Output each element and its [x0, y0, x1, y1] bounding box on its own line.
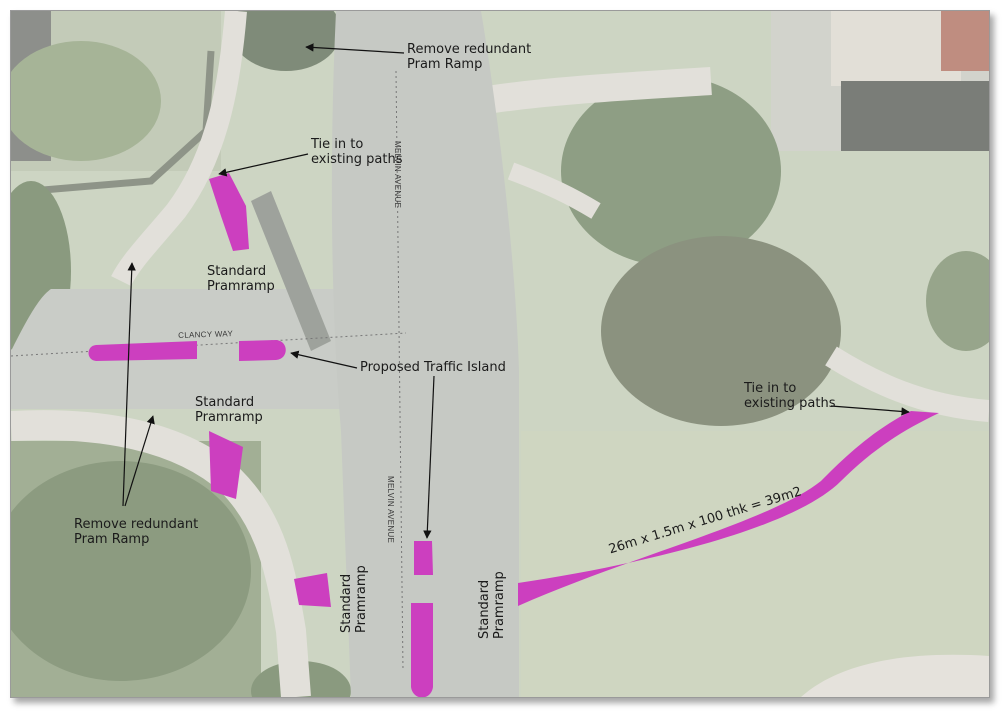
- label-line: Pramramp: [195, 410, 263, 425]
- centre-line-clancy: [11, 332, 407, 357]
- footpath-nw: [111, 11, 247, 287]
- pramramp-sw-shape: [209, 431, 243, 499]
- leader-median: [423, 375, 435, 539]
- tree-ne-shadow: [601, 236, 841, 426]
- footpath-ne: [478, 67, 712, 115]
- house-roof-ne: [831, 11, 961, 86]
- label-line: Standard: [477, 579, 492, 639]
- traffic-island-right: [239, 340, 286, 361]
- street-name-melvin-south: MELVIN AVENUE: [386, 476, 395, 544]
- map-frame: MELVIN AVENUE MELVIN AVENUE CLANCY WAY R…: [10, 10, 990, 698]
- footpath-ne-curve: [507, 162, 601, 219]
- label-line: Pramramp: [207, 279, 275, 294]
- grass-se: [521, 431, 989, 697]
- aerial-plan-map: [11, 11, 989, 697]
- label-line: Standard: [339, 573, 354, 633]
- label-line: Pramramp: [354, 565, 369, 633]
- tree-top-road: [231, 11, 341, 71]
- tree-nw-1: [11, 41, 161, 161]
- median-island-top: [414, 541, 433, 575]
- street-name-clancy: CLANCY WAY: [178, 329, 234, 340]
- label-line: Standard: [207, 264, 267, 279]
- centre-line-melvin: [395, 70, 404, 672]
- label-line: Remove redundant: [407, 42, 532, 57]
- label-line: Pram Ramp: [407, 57, 483, 72]
- label-pramramp-s-right: Standard Pramramp: [477, 571, 507, 639]
- footpath-e: [825, 346, 989, 422]
- label-line: Tie in to: [744, 381, 797, 396]
- tree-e-edge: [926, 251, 989, 351]
- traffic-island-left: [88, 341, 197, 361]
- label-line: Standard: [195, 395, 255, 410]
- label-line: Pramramp: [492, 571, 507, 639]
- label-pramramp-s-left: Standard Pramramp: [339, 565, 369, 633]
- label-remove-ramp-bottom: Remove redundant Pram Ramp: [74, 517, 198, 547]
- label-remove-ramp-top: Remove redundant Pram Ramp: [407, 42, 531, 72]
- label-line: Tie in to: [311, 137, 364, 152]
- road-melvin-avenue: [331, 11, 519, 697]
- leader-remove-ramp-1: [122, 262, 136, 507]
- fence-nw: [30, 50, 215, 195]
- label-pramramp-sw: Standard Pramramp: [195, 395, 263, 425]
- pramramp-nw-shape: [209, 173, 249, 251]
- label-line: Pram Ramp: [74, 532, 150, 547]
- house-roof-ne-red: [941, 11, 989, 71]
- leader-traffic-island: [290, 350, 358, 369]
- tree-ne-canopy: [561, 76, 781, 266]
- label-tie-in-right: Tie in to existing paths: [744, 381, 836, 411]
- label-line: existing paths: [311, 152, 403, 167]
- median-island-bottom: [411, 603, 433, 697]
- paving-se: [801, 654, 989, 697]
- tree-sw-1: [11, 461, 251, 681]
- label-line: Remove redundant: [74, 517, 199, 532]
- leader-tie-in-left: [218, 153, 309, 177]
- label-traffic-island: Proposed Traffic Island: [360, 360, 506, 375]
- pramramp-s-left-shape: [294, 573, 331, 607]
- leader-remove-ramp-2: [124, 415, 155, 507]
- label-line: existing paths: [744, 396, 836, 411]
- label-pramramp-nw: Standard Pramramp: [207, 264, 275, 294]
- leader-remove-ramp-top: [305, 43, 405, 54]
- leader-tie-in-right: [830, 405, 910, 416]
- road-shadow: [251, 191, 331, 351]
- new-path-26m: [518, 411, 939, 606]
- house-shadow-ne: [841, 81, 989, 151]
- label-tie-in-left: Tie in to existing paths: [311, 137, 403, 167]
